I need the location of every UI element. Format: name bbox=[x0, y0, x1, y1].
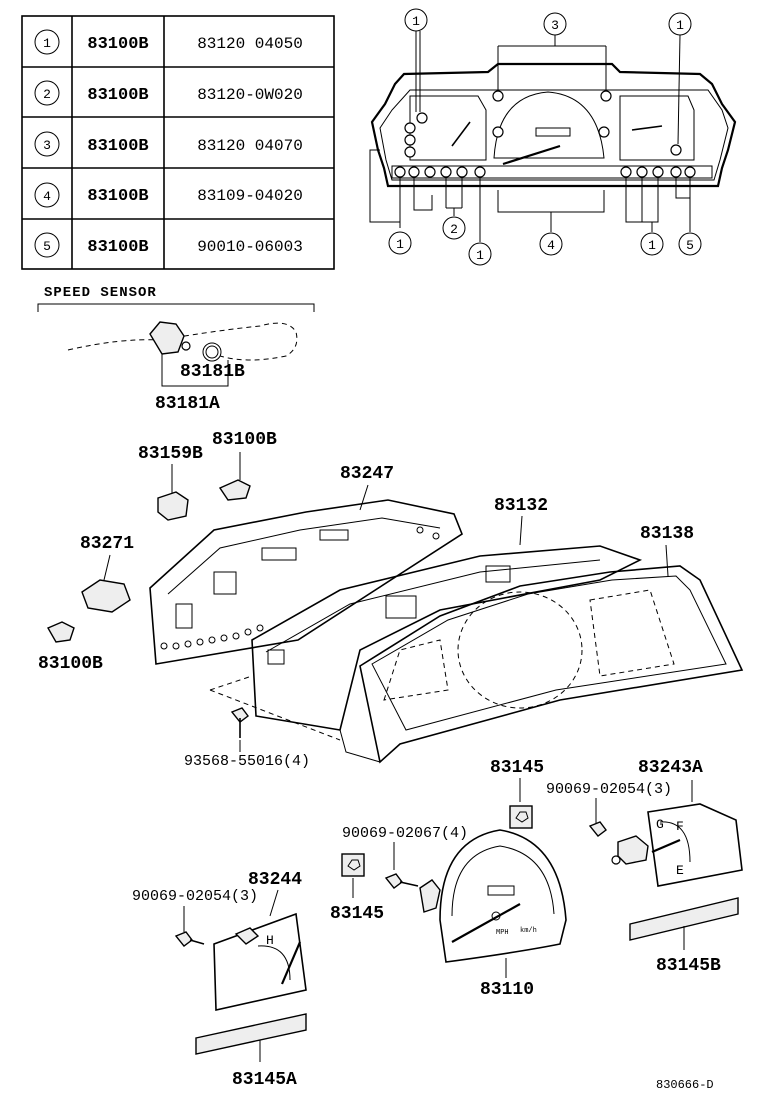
socket-clips: 83159B 83100B 83271 83100B bbox=[38, 430, 277, 674]
temp-gauge-section: 83244 90069-02054(3) H 83145A bbox=[132, 870, 307, 1090]
row-index: 3 bbox=[43, 138, 51, 153]
figure-id: 830666-D bbox=[656, 1078, 714, 1092]
callout: 1 bbox=[476, 248, 484, 263]
label-90069-screw-mid: 90069-02067(4) bbox=[342, 825, 468, 842]
row-index: 2 bbox=[43, 87, 51, 102]
table-row: 5 83100B 90010-06003 bbox=[34, 232, 303, 258]
printed-circuit-board: 83247 bbox=[149, 464, 463, 665]
callout: 5 bbox=[686, 238, 694, 253]
label-83145-top: 83145 bbox=[490, 758, 544, 778]
label-83145b: 83145B bbox=[656, 956, 721, 976]
label-90069-screw-right: 90069-02054(3) bbox=[546, 781, 672, 798]
temp-hot-mark: H bbox=[266, 933, 274, 948]
label-83145-mid: 83145 bbox=[330, 904, 384, 924]
speedo-unit-mph: MPH bbox=[496, 929, 509, 937]
bulb-table: 1 83100B 83120 04050 2 83100B 83120-0W02… bbox=[21, 15, 335, 270]
callout: 2 bbox=[450, 222, 458, 237]
meter-case: 83132 bbox=[209, 496, 643, 741]
meter-glass: 83138 bbox=[339, 524, 744, 764]
label-83181a: 83181A bbox=[155, 394, 220, 414]
row-index: 5 bbox=[43, 239, 51, 254]
label-83159b: 83159B bbox=[138, 444, 203, 464]
bulb-socket-group bbox=[394, 90, 696, 178]
label-83145a: 83145A bbox=[232, 1070, 297, 1090]
row-part: 83100B bbox=[87, 35, 148, 54]
row-number: 83109-04020 bbox=[197, 187, 303, 205]
fuel-mark-g: G bbox=[656, 817, 664, 832]
row-part: 83100B bbox=[87, 86, 148, 105]
label-83247: 83247 bbox=[340, 464, 394, 484]
callout: 4 bbox=[547, 238, 555, 253]
label-83110: 83110 bbox=[480, 980, 534, 1000]
label-83181b: 83181B bbox=[180, 362, 245, 382]
table-row: 2 83100B 83120-0W020 bbox=[34, 80, 303, 106]
table-row: 3 83100B 83120 04070 bbox=[34, 131, 303, 157]
callout: 1 bbox=[396, 237, 404, 252]
table-row: 1 83100B 83120 04050 bbox=[34, 29, 303, 55]
speed-sensor-caption: SPEED SENSOR bbox=[44, 285, 157, 301]
label-83132: 83132 bbox=[494, 496, 548, 516]
label-83100b-left: 83100B bbox=[38, 654, 103, 674]
fuel-gauge-section: 83243A 90069-02054(3) F E G 83145B bbox=[546, 758, 743, 976]
cluster-bulb-layout: 1 3 1 1 2 1 4 1 5 bbox=[369, 8, 737, 266]
label-83100b-top: 83100B bbox=[212, 430, 277, 450]
label-90069-screw-left: 90069-02054(3) bbox=[132, 888, 258, 905]
callout: 1 bbox=[676, 18, 684, 33]
row-index: 1 bbox=[43, 36, 51, 51]
label-83243a: 83243A bbox=[638, 758, 703, 778]
row-part: 83100B bbox=[87, 238, 148, 257]
row-number: 83120 04050 bbox=[197, 35, 303, 53]
callout: 1 bbox=[648, 238, 656, 253]
row-part: 83100B bbox=[87, 187, 148, 206]
label-83271: 83271 bbox=[80, 534, 134, 554]
label-93568-screw: 93568-55016(4) bbox=[184, 753, 310, 770]
fuel-full-mark: F bbox=[676, 819, 684, 834]
fuel-empty-mark: E bbox=[676, 863, 684, 878]
label-83244: 83244 bbox=[248, 870, 302, 890]
case-screw: 93568-55016(4) bbox=[184, 707, 310, 770]
row-number: 90010-06003 bbox=[197, 238, 303, 256]
speedo-unit-kmh: km/h bbox=[520, 927, 537, 935]
row-index: 4 bbox=[43, 189, 51, 204]
callout: 1 bbox=[412, 14, 420, 29]
label-83138: 83138 bbox=[640, 524, 694, 544]
lens-83145-top: 83145 bbox=[490, 758, 544, 829]
speedometer-section: 90069-02067(4) 83145 MPH km/h 83110 bbox=[330, 825, 567, 1000]
row-part: 83100B bbox=[87, 137, 148, 156]
table-row: 4 83100B 83109-04020 bbox=[34, 182, 303, 208]
row-number: 83120 04070 bbox=[197, 137, 303, 155]
row-number: 83120-0W020 bbox=[197, 86, 303, 104]
callout: 3 bbox=[551, 18, 559, 33]
speed-sensor-section: SPEED SENSOR 83181B 83181A bbox=[37, 285, 315, 414]
